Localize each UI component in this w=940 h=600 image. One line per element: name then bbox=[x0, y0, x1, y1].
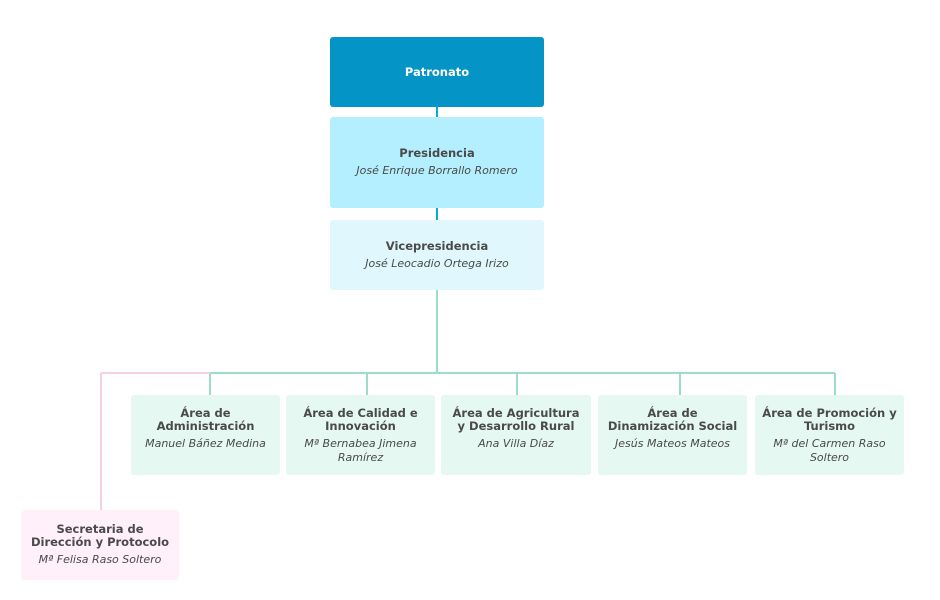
node-title: Área de Agricultura y Desarrollo Rural bbox=[452, 406, 580, 433]
node-vicepresidencia: Vicepresidencia José Leocadio Ortega Iri… bbox=[330, 220, 544, 290]
node-person: Ana Villa Díaz bbox=[478, 437, 554, 450]
node-area-promocion-turismo: Área de Promoción y Turismo Mª del Carme… bbox=[755, 395, 904, 475]
node-title: Área de Administración bbox=[156, 406, 255, 433]
node-person: José Leocadio Ortega Irizo bbox=[365, 256, 509, 270]
node-person: José Enrique Borrallo Romero bbox=[356, 164, 518, 177]
node-person: Jesús Mateos Mateos bbox=[615, 437, 730, 450]
node-title: Área de Promoción y Turismo bbox=[762, 406, 897, 433]
node-area-agricultura: Área de Agricultura y Desarrollo Rural A… bbox=[441, 395, 591, 475]
node-title: Patronato bbox=[404, 64, 470, 79]
node-person: Manuel Báñez Medina bbox=[145, 437, 266, 450]
node-title: Área de Calidad e Innovación bbox=[303, 406, 418, 433]
node-patronato: Patronato bbox=[330, 37, 544, 107]
node-person: Mª Felisa Raso Soltero bbox=[38, 553, 162, 566]
node-title: Presidencia bbox=[399, 146, 475, 160]
node-area-calidad-innovacion: Área de Calidad e Innovación Mª Bernabea… bbox=[286, 395, 435, 475]
node-title: Secretaria de Dirección y Protocolo bbox=[30, 522, 170, 549]
node-secretaria: Secretaria de Dirección y Protocolo Mª F… bbox=[21, 510, 179, 580]
node-presidencia: Presidencia José Enrique Borrallo Romero bbox=[330, 117, 544, 208]
node-area-administracion: Área de Administración Manuel Báñez Medi… bbox=[131, 395, 280, 475]
node-area-dinamizacion-social: Área de Dinamización Social Jesús Mateos… bbox=[598, 395, 747, 475]
node-title: Vicepresidencia bbox=[385, 238, 489, 253]
node-person: Mª del Carmen Raso Soltero bbox=[773, 437, 886, 464]
node-title: Área de Dinamización Social bbox=[607, 406, 738, 433]
node-person: Mª Bernabea Jimena Ramírez bbox=[304, 437, 417, 464]
